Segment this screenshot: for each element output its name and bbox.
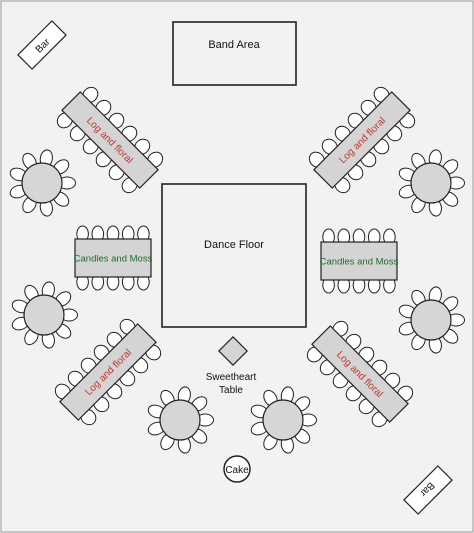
round-table-top xyxy=(410,162,452,204)
band-area xyxy=(172,21,297,86)
round-table-right-lower xyxy=(398,286,465,354)
log-floral-table-top-left: Log and floral xyxy=(56,86,164,194)
table-label: Candles and Moss xyxy=(74,253,153,264)
round-table-left-upper xyxy=(9,149,76,217)
table-top xyxy=(61,91,159,189)
round-table-bottom-right xyxy=(250,386,317,454)
candles-moss-table-left: Candles and Moss xyxy=(74,225,153,291)
sweetheart-label-line2: Table xyxy=(219,385,243,396)
round-table-left-lower xyxy=(11,281,78,349)
band-area-label: Band Area xyxy=(208,39,260,51)
bar-top-left: Bar xyxy=(17,20,67,70)
round-table-top xyxy=(262,399,304,441)
round-table-top xyxy=(21,162,63,204)
cake-table xyxy=(223,455,251,483)
table-top xyxy=(74,238,152,278)
table-top xyxy=(311,325,409,423)
table-top xyxy=(320,241,398,281)
log-floral-table-bottom-right: Log and floral xyxy=(306,320,414,428)
sweetheart-table xyxy=(218,336,248,366)
round-table-top xyxy=(159,399,201,441)
round-table-top xyxy=(23,294,65,336)
dance-floor-label: Dance Floor xyxy=(204,239,264,251)
table-top xyxy=(313,91,411,189)
bar-bottom-right: Bar xyxy=(403,465,453,515)
round-table-right-upper xyxy=(398,149,465,217)
table-top xyxy=(59,323,157,421)
candles-moss-table-right: Candles and Moss xyxy=(320,228,399,294)
log-floral-table-top-right: Log and floral xyxy=(308,86,416,194)
dance-floor xyxy=(161,183,307,328)
cake-label: Cake xyxy=(225,465,249,476)
table-label: Candles and Moss xyxy=(320,256,399,267)
round-table-top xyxy=(410,299,452,341)
sweetheart-label-line1: Sweetheart xyxy=(206,372,257,383)
round-table-bottom-left xyxy=(147,386,214,454)
log-floral-table-bottom-left: Log and floral xyxy=(54,318,162,426)
